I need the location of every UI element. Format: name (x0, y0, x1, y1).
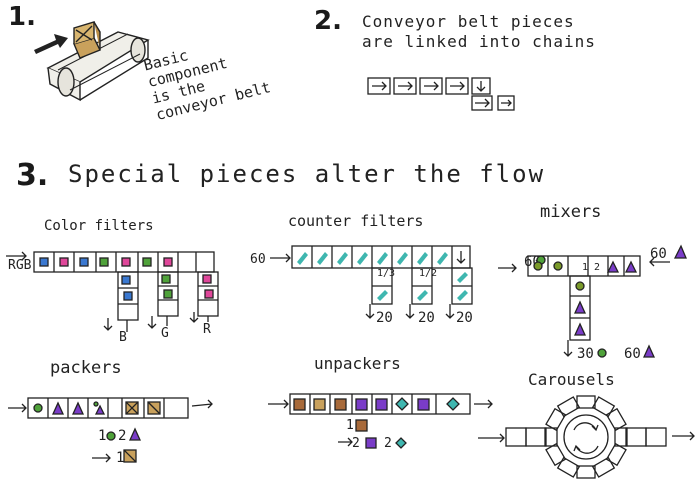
purple-box-icon (365, 437, 377, 449)
mixer-output-b: 60 (624, 346, 641, 362)
mixer-input-right-label: 60 (650, 246, 667, 262)
counter-fraction-half: 1/2 (419, 268, 438, 279)
unpacker-diagram (268, 393, 493, 449)
rotate-arrow-icon (573, 422, 599, 432)
arrow-left-icon (649, 257, 670, 267)
counter-filters-title: counter filters (288, 212, 424, 230)
packer-result: 1 (116, 450, 125, 466)
mixer-output-a: 30 (577, 346, 594, 362)
purple-triangle-icon (673, 244, 687, 259)
green-ball-icon (597, 348, 607, 358)
chain-piece (497, 95, 515, 111)
color-filter-output-b: B (119, 330, 127, 345)
green-ball-icon (106, 431, 116, 441)
carousel-diagram (478, 395, 695, 479)
step-3-text: Special pieces alter the flow (68, 160, 546, 188)
step-2-line-1: Conveyor belt pieces (362, 12, 575, 31)
unpacker-input-count: 1 (346, 418, 354, 433)
color-filter-output-g: G (161, 326, 169, 341)
packer-diagram (8, 397, 213, 463)
step-2-line-2: are linked into chains (362, 32, 596, 51)
basic-belt-drawing (34, 21, 150, 102)
color-filters-title: Color filters (44, 218, 154, 234)
crate-icon (73, 21, 101, 59)
arrow-right-icon (478, 433, 505, 443)
chain-piece-down (471, 77, 491, 95)
counter-output-2: 20 (418, 310, 435, 326)
purple-triangle-icon (642, 344, 656, 358)
arrow-right-icon (268, 399, 289, 409)
step-2-text: Conveyor belt pieces are linked into cha… (362, 12, 596, 52)
chain-piece (445, 77, 469, 95)
unpackers-title: unpackers (314, 354, 401, 373)
chain-piece (367, 77, 391, 95)
chain-piece (471, 95, 493, 111)
rotate-arrow-icon (573, 444, 599, 454)
chain-piece (419, 77, 443, 95)
step-1-number: 1. (8, 2, 36, 32)
chain-piece (393, 77, 417, 95)
teal-diamond-icon (395, 437, 407, 449)
mixer-diagram (498, 244, 687, 358)
carousels-title: Carousels (528, 370, 615, 389)
mixer-center-label: 1 2 (582, 262, 601, 273)
packer-recipe-a: 1 (98, 428, 107, 444)
color-filter-output-r: R (203, 322, 211, 337)
counter-fraction-third: 1/3 (377, 268, 396, 279)
counter-filter-diagram (270, 245, 473, 319)
counter-output-1: 20 (376, 310, 393, 326)
step-2-number: 2. (314, 6, 342, 36)
packers-title: packers (50, 358, 122, 378)
purple-triangle-icon (128, 427, 142, 441)
unpacker-output-a: 2 (352, 436, 360, 451)
mixers-title: mixers (540, 202, 602, 222)
arrow-right-icon (498, 263, 517, 273)
counter-output-3: 20 (456, 310, 473, 326)
packer-recipe-b: 2 (118, 428, 127, 444)
arrow-right-icon (270, 253, 291, 263)
arrow-right-icon (8, 403, 27, 413)
crate-icon (355, 419, 368, 432)
unpacker-output-b: 2 (384, 436, 392, 451)
color-filter-diagram (6, 251, 219, 332)
counter-input-label: 60 (250, 252, 266, 267)
step-3-number: 3. (16, 158, 49, 193)
color-filter-input-label: RGB (8, 258, 32, 273)
carousel-ring (544, 395, 628, 479)
arrow-right-icon (6, 251, 27, 261)
